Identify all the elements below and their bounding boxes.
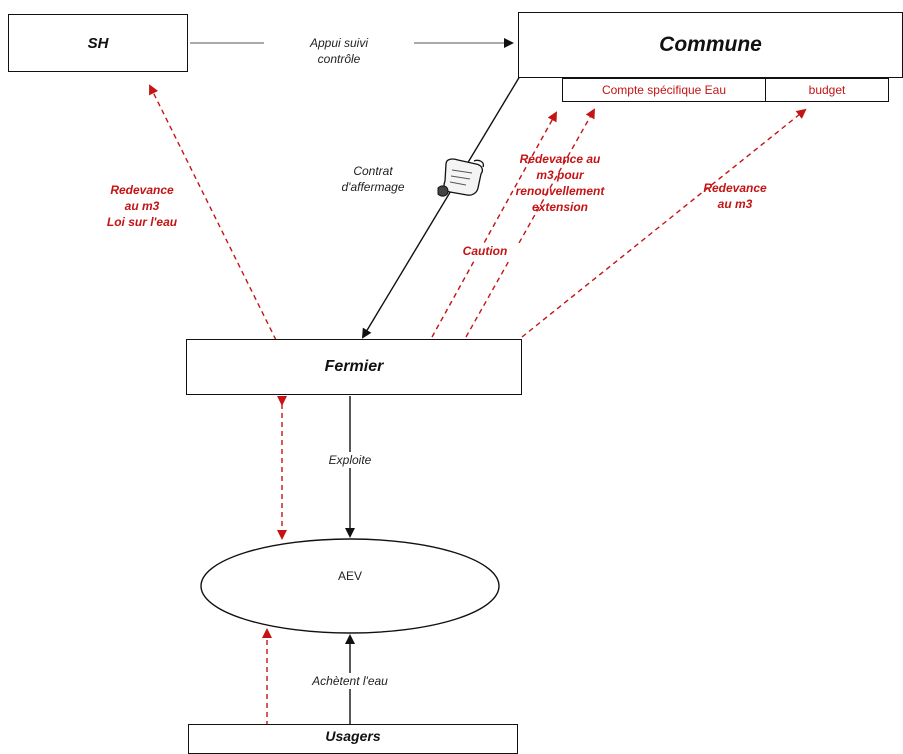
arrow-caution [431,111,557,338]
label-redevance-sh-line-2: au m3 [124,199,160,213]
account-compte-eau: Compte spécifique Eau [562,78,766,102]
node-aev-label: AEV [337,569,362,583]
label-caution: Caution [440,243,530,259]
label-achetent: Achètent l'eau [290,673,410,689]
label-appui-line-1: Appui suivi [309,36,369,50]
label-redevance-sh-line-3: Loi sur l'eau [106,215,178,229]
arrow-renouvellement [465,108,595,338]
label-redevance-sh: Redevance au m3 Loi sur l'eau [72,182,212,230]
label-contrat: Contrat d'affermage [318,163,428,195]
account-budget: budget [765,78,889,102]
node-fermier-label: Fermier [324,358,384,375]
node-commune: Commune [518,12,903,78]
node-sh: SH [8,14,188,72]
label-redevance-renouvellement-line-2: m3 pour [536,168,584,182]
node-usagers: Usagers [188,724,518,754]
label-exploite: Exploite [300,452,400,468]
label-redevance-sh-line-1: Redevance [110,183,174,197]
arrow-fermier-sh [149,84,277,341]
label-appui: Appui suivi contrôle [264,35,414,67]
contract-scroll-icon [437,158,485,197]
arrow-commune-fermier [361,75,521,339]
arrow-budget [521,108,807,338]
node-commune-label: Commune [659,33,762,56]
label-redevance-budget-line-1: Redevance [703,181,767,195]
label-appui-line-2: contrôle [317,52,361,66]
label-redevance-renouvellement-line-4: extension [531,200,588,214]
aev-ellipse [200,538,500,634]
label-redevance-renouvellement-line-3: renouvellement [515,184,605,198]
node-usagers-label: Usagers [325,728,381,744]
label-redevance-budget: Redevance au m3 [680,180,790,212]
label-redevance-renouvellement: Redevance au m3 pour renouvellement exte… [492,151,628,215]
label-contrat-line-2: d'affermage [341,180,405,194]
node-fermier: Fermier [186,339,522,395]
node-sh-label: SH [87,34,109,52]
label-redevance-budget-line-2: au m3 [717,197,753,211]
label-contrat-line-1: Contrat [353,164,393,178]
label-redevance-renouvellement-line-1: Redevance au [519,152,601,166]
